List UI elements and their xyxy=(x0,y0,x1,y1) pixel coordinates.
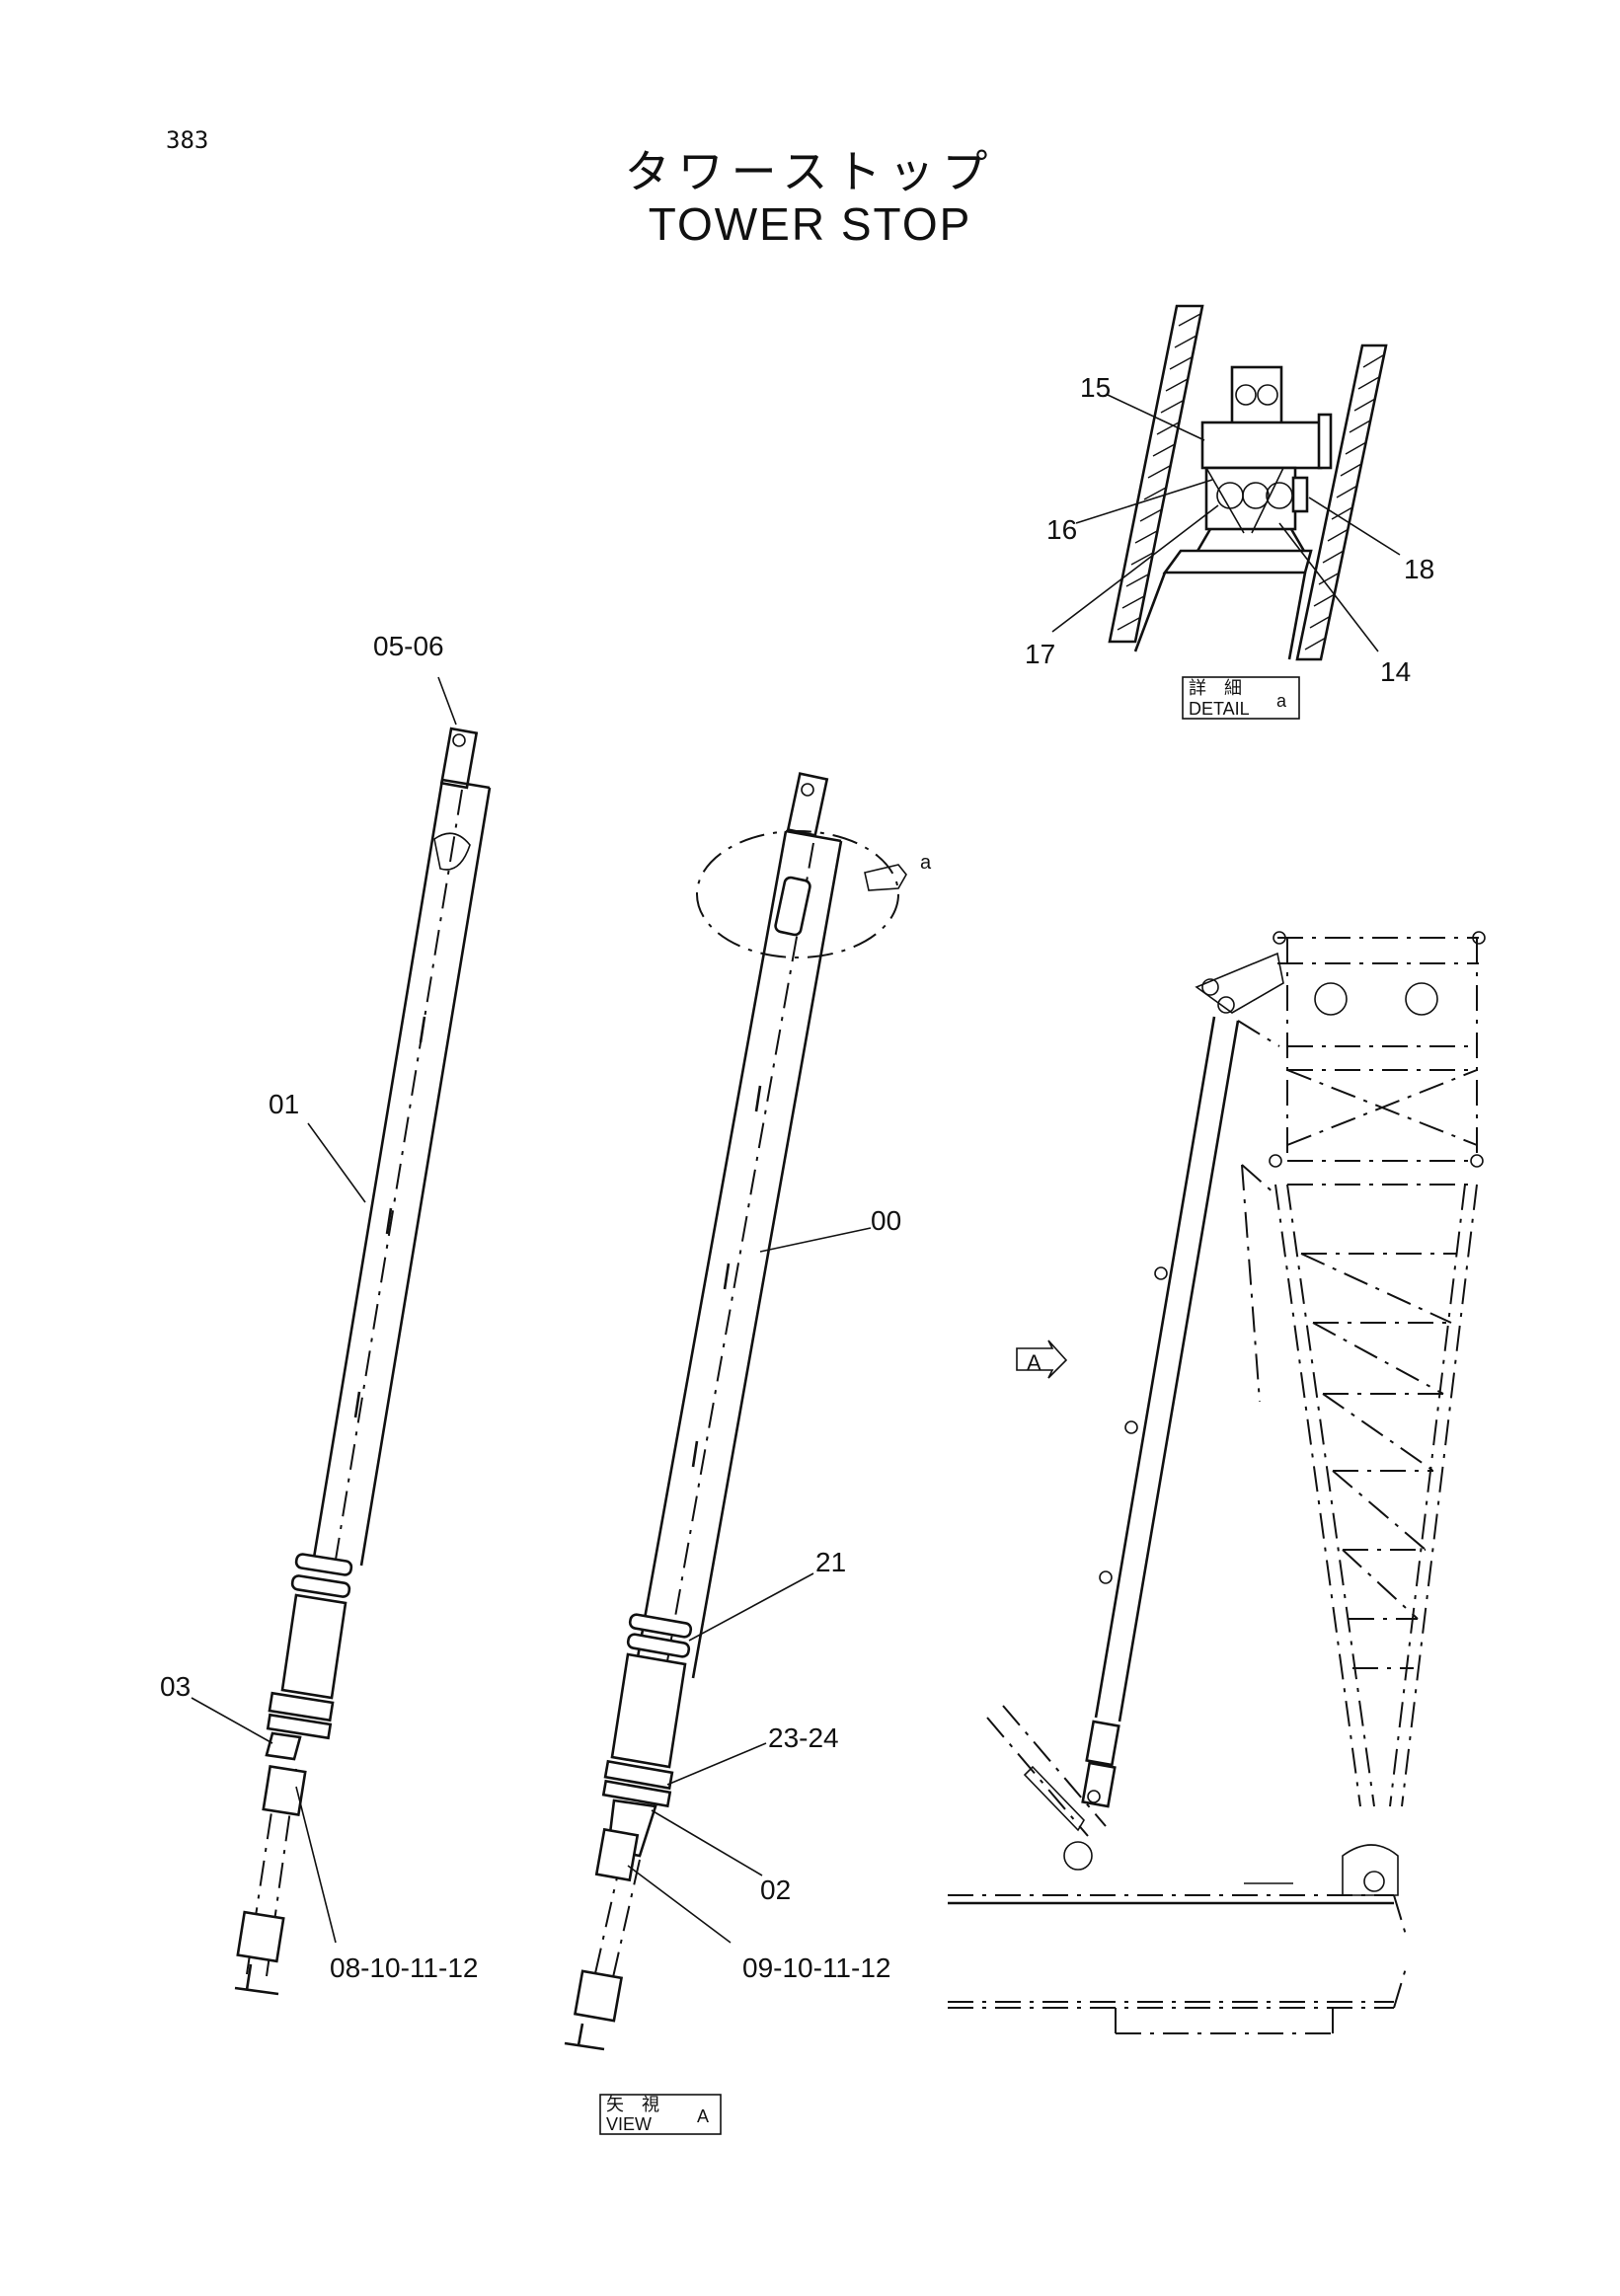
tower-assembly-view: A xyxy=(948,931,1486,2034)
tower-stop-cylinder-00: a 00 21 23-24 02 xyxy=(564,772,932,2135)
detail-caption-en: DETAIL xyxy=(1189,699,1250,719)
label-15: 15 xyxy=(1080,372,1111,403)
view-caption-letter: A xyxy=(697,2106,709,2126)
callout-letter-a: a xyxy=(920,852,932,874)
label-17: 17 xyxy=(1025,639,1055,669)
detail-top-bearing xyxy=(1230,365,1283,428)
title-japanese: タワーストップ xyxy=(624,145,996,198)
label-23-24: 23-24 xyxy=(768,1722,839,1753)
detail-roller xyxy=(1204,466,1297,531)
title-english: TOWER STOP xyxy=(648,198,972,250)
label-08-10-11-12: 08-10-11-12 xyxy=(330,1952,478,1983)
detail-caption-letter: a xyxy=(1276,691,1287,711)
detail-a-caption-box: 詳 細 DETAIL a xyxy=(1182,676,1300,720)
view-caption-en: VIEW xyxy=(606,2114,652,2134)
label-00: 00 xyxy=(871,1205,901,1236)
detail-bearing-housing xyxy=(1200,421,1323,470)
label-02: 02 xyxy=(760,1875,791,1905)
detail-a-circle xyxy=(696,830,899,958)
view-arrow-letter: A xyxy=(1027,1350,1041,1375)
detail-a-roller-location xyxy=(774,876,811,937)
label-01: 01 xyxy=(269,1089,299,1119)
label-16: 16 xyxy=(1046,514,1077,545)
label-09-10-11-12: 09-10-11-12 xyxy=(742,1952,890,1983)
detail-tube-top xyxy=(1162,549,1313,574)
view-a-arrow xyxy=(1016,1339,1068,1379)
detail-caption-jp: 詳 細 xyxy=(1189,678,1242,698)
detail-a-view: 15 16 17 18 14 詳 細 DETAIL a xyxy=(1025,304,1434,720)
tower-stop-cylinder-01: 05-06 01 03 08-10-11-12 xyxy=(160,631,492,1996)
label-03: 03 xyxy=(160,1671,191,1702)
label-18: 18 xyxy=(1404,554,1434,584)
view-caption-jp: 矢 視 xyxy=(606,2095,659,2114)
label-21: 21 xyxy=(815,1547,846,1577)
page-number: 383 xyxy=(166,126,209,154)
label-14: 14 xyxy=(1380,656,1411,687)
view-a-caption-box: 矢 視 VIEW A xyxy=(599,2094,722,2135)
detail-right-wall xyxy=(1295,344,1388,661)
label-05-06: 05-06 xyxy=(373,631,444,661)
